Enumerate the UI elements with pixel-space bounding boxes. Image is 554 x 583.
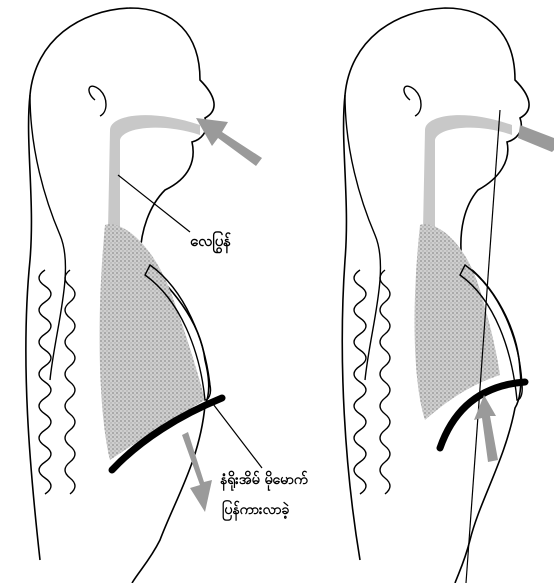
airway-label: လေပြွန် [190, 232, 231, 254]
right-panel [342, 8, 554, 583]
right-spine-inner [380, 270, 390, 494]
left-spine [39, 270, 51, 494]
right-air-out-arrow [518, 125, 554, 152]
left-airway-pointer [118, 175, 190, 232]
left-panel [26, 8, 262, 583]
right-hair [345, 95, 380, 380]
left-air-in-arrow [196, 118, 262, 166]
left-lung [100, 224, 205, 460]
left-spine-inner [65, 270, 75, 494]
left-diaphragm-pointer [210, 400, 262, 468]
right-ear [404, 86, 421, 116]
left-diaphragm-arrow [182, 432, 212, 512]
left-hair [30, 95, 65, 380]
right-spine [354, 270, 366, 494]
left-ear [89, 86, 106, 116]
diaphragm-label-line2: ပြန်ကားလာခဲ့ [222, 500, 289, 521]
diaphragm-label-line1: နံရိုးအိမ် မိုမောက် [220, 470, 308, 491]
